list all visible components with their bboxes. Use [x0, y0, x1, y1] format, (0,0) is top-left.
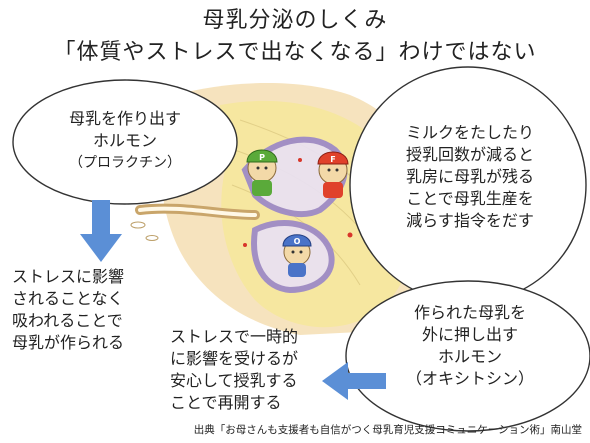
oxytocin-text: 作られた母乳を 外に押し出す ホルモン （オキシトシン）	[385, 302, 555, 390]
oxytocin-bubble	[345, 280, 590, 432]
milk-feedback-line: 乳房に母乳が残る	[405, 167, 534, 186]
milk-feedback-line: ミルクをたしたり	[405, 123, 534, 142]
stress-oxytocin-line: ことで再開する	[170, 393, 282, 412]
feedback-character: F	[317, 151, 349, 198]
prolactin-line: ホルモン	[92, 131, 157, 150]
oxytocin-character: O	[282, 234, 312, 277]
milk-drop	[130, 221, 146, 229]
stress-prolactin-line: 母乳が作られる	[12, 333, 125, 352]
stress-oxytocin-line: ストレスで一時的	[170, 327, 299, 346]
stress-oxytocin-line: 安心して授乳する	[170, 371, 298, 390]
prolactin-line: 母乳を作り出す	[68, 109, 181, 128]
milk-drop	[145, 235, 159, 241]
oxytocin-line: 作られた母乳を	[413, 303, 526, 322]
oxytocin-line: ホルモン	[437, 347, 502, 366]
prolactin-bubble	[12, 79, 238, 205]
milk-feedback-line: 減らす指令をだす	[406, 211, 534, 230]
page-subtitle: 「体質やストレスで出なくなる」わけではない	[53, 40, 537, 65]
page-title: 母乳分泌のしくみ	[202, 8, 388, 33]
oxytocin-line: （オキシトシン）	[405, 369, 534, 388]
stress-prolactin-line: ストレスに影響	[12, 267, 125, 286]
stress-prolactin-line: されることなく	[12, 289, 124, 308]
milk-feedback-line: 授乳回数が減ると	[405, 145, 534, 164]
down-arrow	[80, 200, 122, 262]
stress-oxytocin-text: ストレスで一時的 に影響を受けるが 安心して授乳する ことで再開する	[170, 326, 330, 414]
milk-feedback-line: ことで母乳生産を	[406, 189, 534, 208]
p-label: P	[259, 153, 265, 162]
o-label: O	[294, 237, 301, 246]
source-citation: 出典「お母さんも支援者も自信がつく母乳育児支援コミュニケーション術」南山堂	[193, 424, 582, 436]
oxytocin-line: 外に押し出す	[421, 325, 518, 344]
left-arrow	[322, 362, 386, 400]
stress-prolactin-text: ストレスに影響 されることなく 吸われることで 母乳が作られる	[12, 266, 177, 354]
prolactin-line: （プロラクチン）	[69, 155, 181, 171]
stress-oxytocin-line: に影響を受けるが	[170, 349, 299, 368]
milk-feedback-text: ミルクをたしたり 授乳回数が減ると 乳房に母乳が残る ことで母乳生産を 減らす指…	[380, 122, 560, 232]
prolactin-text: 母乳を作り出す ホルモン （プロラクチン）	[30, 108, 220, 174]
stress-prolactin-line: 吸われることで	[12, 311, 123, 330]
f-label: F	[330, 155, 335, 164]
prolactin-character: P	[246, 149, 278, 196]
